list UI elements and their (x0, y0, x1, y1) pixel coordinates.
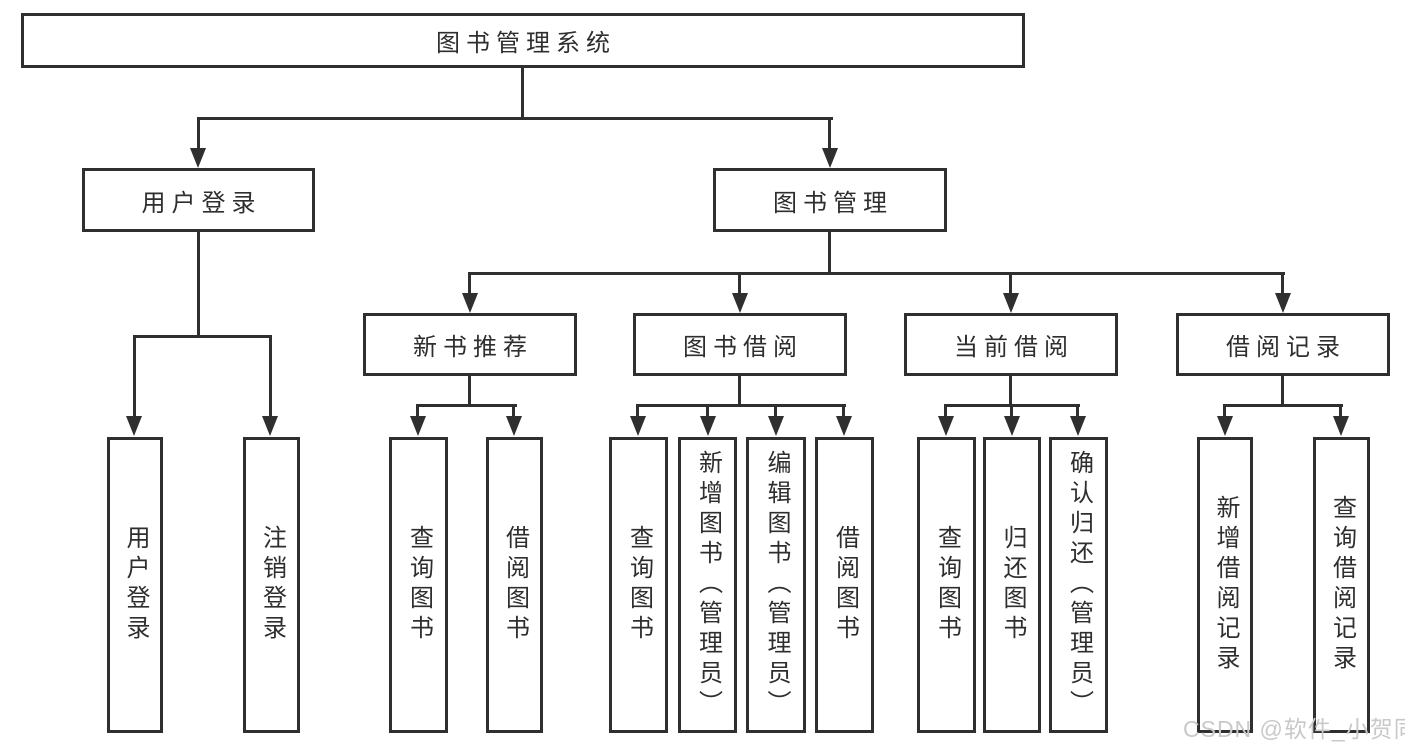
connector-line (1010, 404, 1013, 418)
connector-line (842, 404, 845, 418)
connector-line (133, 335, 136, 417)
connector-line (637, 404, 846, 407)
connector-line (468, 376, 471, 406)
connector-line (197, 232, 200, 336)
arrowhead-down-icon (700, 416, 716, 436)
leaf-borrow-books-label: 借阅图书 (831, 525, 859, 645)
node-book-management-label: 图书管理 (773, 189, 893, 217)
arrowhead-down-icon (630, 416, 646, 436)
arrowhead-down-icon (1275, 293, 1291, 313)
arrowhead-down-icon (262, 416, 278, 436)
node-book-borrow-label: 图书借阅 (683, 334, 803, 361)
arrowhead-down-icon (836, 416, 852, 436)
arrowhead-down-icon (768, 416, 784, 436)
node-user-login: 用户登录 (82, 168, 315, 232)
connector-line (738, 272, 741, 294)
arrowhead-down-icon (126, 416, 142, 436)
leaf-edit-books-admin: 编辑图书（管理员） (746, 437, 806, 733)
connector-line (512, 404, 515, 418)
leaf-query-books-recommend: 查询图书 (389, 437, 448, 733)
connector-line (828, 117, 831, 150)
connector-line (944, 404, 947, 418)
connector-line (706, 404, 709, 418)
leaf-borrow-books-recommend: 借阅图书 (486, 437, 543, 733)
arrowhead-down-icon (1333, 416, 1349, 436)
connector-line (1281, 376, 1284, 406)
arrowhead-down-icon (190, 148, 206, 168)
leaf-borrow-books: 借阅图书 (815, 437, 874, 733)
connector-line (1224, 404, 1343, 407)
leaf-query-books-recommend-label: 查询图书 (405, 525, 433, 645)
leaf-query-borrow-record: 查询借阅记录 (1313, 437, 1370, 733)
connector-line (1223, 404, 1226, 418)
leaf-query-books-borrow: 查询图书 (609, 437, 668, 733)
connector-line (828, 232, 831, 274)
connector-line (1009, 272, 1012, 294)
connector-line (521, 68, 524, 118)
leaf-confirm-return-admin: 确认归还（管理员） (1049, 437, 1108, 733)
connector-line (1076, 404, 1079, 418)
connector-line (774, 404, 777, 418)
node-book-borrow: 图书借阅 (633, 313, 847, 376)
leaf-add-borrow-record-label: 新增借阅记录 (1212, 495, 1239, 675)
arrowhead-down-icon (462, 293, 478, 313)
leaf-return-books-label: 归还图书 (999, 525, 1026, 645)
leaf-logout: 注销登录 (243, 437, 300, 733)
node-new-book-recommend: 新书推荐 (363, 313, 577, 376)
arrowhead-down-icon (506, 416, 522, 436)
leaf-add-books-admin: 新增图书（管理员） (678, 437, 737, 733)
arrowhead-down-icon (1003, 293, 1019, 313)
node-book-management: 图书管理 (713, 168, 947, 232)
node-current-borrow-label: 当前借阅 (954, 334, 1074, 361)
connector-line (1281, 272, 1284, 294)
node-current-borrow: 当前借阅 (904, 313, 1118, 376)
connector-line (197, 117, 833, 120)
leaf-edit-books-admin-label: 编辑图书（管理员） (763, 450, 790, 720)
leaf-logout-label: 注销登录 (258, 525, 286, 645)
arrowhead-down-icon (822, 148, 838, 168)
node-new-book-recommend-label: 新书推荐 (413, 334, 533, 361)
connector-line (636, 404, 639, 418)
arrowhead-down-icon (1004, 416, 1020, 436)
arrowhead-down-icon (1070, 416, 1086, 436)
connector-line (416, 404, 419, 418)
leaf-query-books-borrow-label: 查询图书 (625, 525, 653, 645)
node-borrow-records: 借阅记录 (1176, 313, 1390, 376)
connector-line (738, 376, 741, 406)
connector-line (1339, 404, 1342, 418)
leaf-query-books-current: 查询图书 (917, 437, 976, 733)
leaf-query-books-current-label: 查询图书 (933, 525, 961, 645)
connector-line (469, 272, 1285, 275)
leaf-return-books: 归还图书 (983, 437, 1041, 733)
connector-line (133, 335, 272, 338)
connector-line (1009, 376, 1012, 406)
connector-line (468, 272, 471, 294)
leaf-borrow-books-recommend-label: 借阅图书 (501, 525, 529, 645)
arrowhead-down-icon (938, 416, 954, 436)
node-borrow-records-label: 借阅记录 (1226, 334, 1346, 361)
node-user-login-label: 用户登录 (141, 189, 262, 217)
leaf-user-login: 用户登录 (107, 437, 163, 733)
arrowhead-down-icon (1217, 416, 1233, 436)
leaf-confirm-return-admin-label: 确认归还（管理员） (1065, 450, 1093, 720)
connector-line (197, 117, 200, 150)
connector-line (269, 335, 272, 417)
arrowhead-down-icon (732, 293, 748, 313)
leaf-add-borrow-record: 新增借阅记录 (1197, 437, 1253, 733)
leaf-add-books-admin-label: 新增图书（管理员） (694, 450, 722, 720)
node-root: 图书管理系统 (21, 13, 1025, 68)
node-root-label: 图书管理系统 (436, 30, 616, 57)
csdn-watermark: CSDN @软件_小贺同学 (1183, 716, 1405, 742)
leaf-query-borrow-record-label: 查询借阅记录 (1328, 495, 1356, 675)
connector-line (417, 404, 517, 407)
arrowhead-down-icon (410, 416, 426, 436)
leaf-user-login-label: 用户登录 (122, 525, 149, 645)
